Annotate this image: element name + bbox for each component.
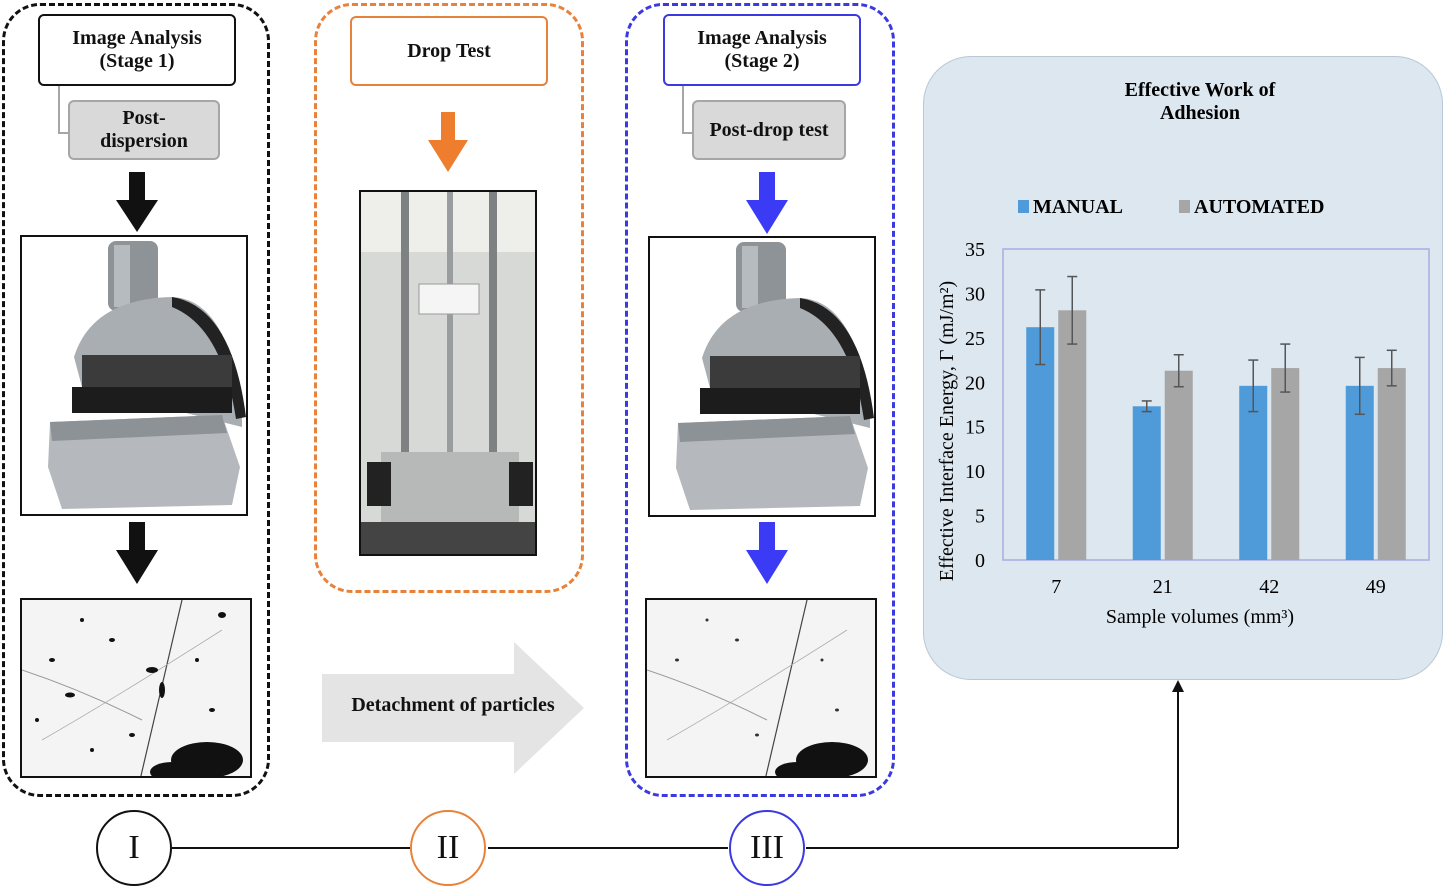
legend-label-automated: AUTOMATED <box>1194 196 1324 218</box>
chart-bars <box>1026 275 1406 560</box>
bar-manual <box>1239 385 1268 560</box>
stage3-sub-box: Post-drop test <box>692 100 846 160</box>
stage1-sub-line1: Post- <box>122 107 166 129</box>
x-tick-label: 7 <box>1051 576 1061 598</box>
detachment-label: Detachment of particles <box>351 694 555 716</box>
y-tick-label: 5 <box>975 506 985 528</box>
adhesion-bar-chart: Effective Work of Adhesion MANUAL AUTOMAT… <box>936 79 1430 628</box>
stage1-title-box: Image Analysis (Stage 1) <box>38 14 236 86</box>
chart-panel <box>923 56 1443 680</box>
x-axis-ticks: 7 21 42 49 <box>1051 576 1386 598</box>
detachment-arrow-icon <box>322 642 584 774</box>
stage3-panel <box>625 3 895 797</box>
particle-image-1 <box>20 598 252 778</box>
stage1-sub-box: Post- dispersion <box>68 100 220 160</box>
stage3-sub: Post-drop test <box>709 118 829 141</box>
stage1-numeral: I <box>128 829 140 866</box>
y-tick-label: 15 <box>965 417 985 439</box>
microscope-photo-1 <box>20 235 248 516</box>
x-tick-label: 49 <box>1366 576 1386 598</box>
x-tick-label: 21 <box>1153 576 1173 598</box>
stage2-title: Drop Test <box>407 39 491 62</box>
bar-manual <box>1132 406 1161 560</box>
bar-manual <box>1026 327 1055 560</box>
stage2-arrow-down-icon <box>428 112 468 172</box>
chart-legend: MANUAL AUTOMATED <box>1018 196 1324 218</box>
stage3-connector <box>682 86 696 134</box>
particle-image-2 <box>645 598 877 778</box>
stage3-numeral-circle: III <box>729 810 805 886</box>
y-tick-label: 35 <box>965 239 985 261</box>
chart-title-line1: Effective Work of <box>1125 79 1276 101</box>
stage1-title-line1: Image Analysis <box>72 27 202 49</box>
stage1-title-line2: (Stage 1) <box>99 50 175 72</box>
legend-swatch-automated <box>1179 200 1190 213</box>
stage2-panel <box>314 3 584 593</box>
bar-automated <box>1164 370 1193 560</box>
microscope-icon <box>48 241 246 509</box>
x-tick-label: 42 <box>1259 576 1279 598</box>
chart-title-line2: Adhesion <box>1160 102 1240 124</box>
y-tick-label: 25 <box>965 328 985 350</box>
y-axis-label: Effective Interface Energy, Γ (mJ/m²) <box>936 281 958 581</box>
plot-area <box>1002 248 1430 561</box>
particle-texture-2 <box>647 600 875 776</box>
y-tick-label: 10 <box>965 461 985 483</box>
stage2-numeral-circle: II <box>410 810 486 886</box>
stage1-panel <box>2 3 270 797</box>
y-tick-label: 20 <box>965 372 985 394</box>
stage1-connector <box>58 86 72 134</box>
stage1-arrow-down-2-icon <box>116 522 158 584</box>
stage3-arrow-down-icon <box>746 172 788 234</box>
y-tick-label: 0 <box>975 550 985 572</box>
legend-swatch-manual <box>1018 200 1029 213</box>
particle-texture <box>22 600 250 776</box>
legend-label-manual: MANUAL <box>1033 196 1123 218</box>
stage1-numeral-circle: I <box>96 810 172 886</box>
stage2-title-box: Drop Test <box>350 16 548 86</box>
stage3-numeral: III <box>750 829 784 866</box>
stage3-title-box: Image Analysis (Stage 2) <box>663 14 861 86</box>
x-axis-label: Sample volumes (mm³) <box>1106 606 1294 628</box>
microscope-icon-2 <box>676 242 874 510</box>
stage1-arrow-down-icon <box>116 172 158 232</box>
bar-automated <box>1058 310 1087 560</box>
stage3-title-line1: Image Analysis <box>697 27 827 49</box>
timeline-lines <box>172 680 1184 849</box>
drop-test-rig-icon <box>361 192 535 554</box>
stage2-numeral: II <box>436 829 460 866</box>
stage1-sub-line2: dispersion <box>100 130 188 152</box>
stage3-arrow-down-2-icon <box>746 522 788 584</box>
y-axis-ticks: 0 5 10 15 20 25 30 35 <box>965 239 985 572</box>
microscope-photo-2 <box>648 236 876 517</box>
drop-test-rig-photo <box>359 190 537 556</box>
bar-automated <box>1377 368 1406 560</box>
y-tick-label: 30 <box>965 283 985 305</box>
stage3-title-line2: (Stage 2) <box>724 50 800 72</box>
bar-automated <box>1271 368 1300 560</box>
